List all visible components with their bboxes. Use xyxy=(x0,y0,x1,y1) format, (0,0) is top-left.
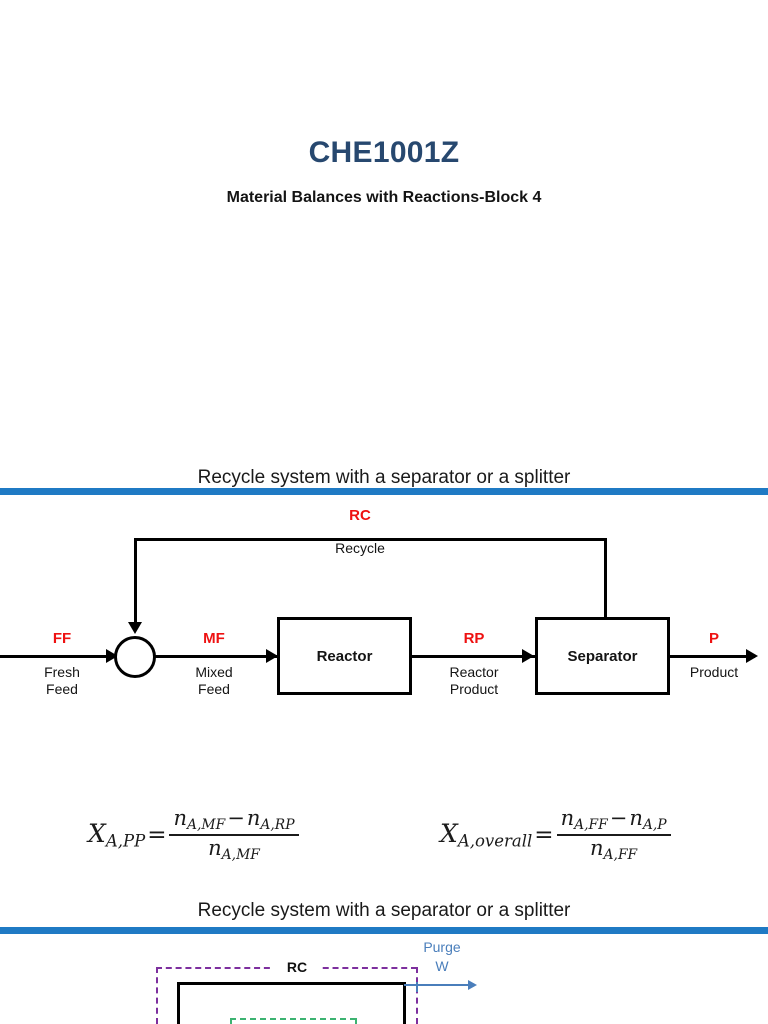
stream-label-recycle: Recycle xyxy=(335,540,385,556)
stream-label-product: Product xyxy=(689,664,739,680)
section-two-divider xyxy=(0,927,768,934)
equation-single-pass-denominator: nA,MF xyxy=(208,835,260,863)
stream-label-reactor-product: Reactor Product xyxy=(434,664,514,697)
recycle-boundary-right xyxy=(416,967,418,1024)
reactor-product-line xyxy=(412,655,535,658)
splitter-loop-left xyxy=(177,982,180,1024)
unit-separator: Separator xyxy=(535,617,670,695)
stream-label-fresh-feed-line1: Fresh xyxy=(44,664,80,680)
fresh-feed-line xyxy=(0,655,118,658)
purge-label-line1: Purge xyxy=(423,939,461,955)
purge-riser xyxy=(416,982,418,992)
product-arrow-head xyxy=(746,649,758,663)
mixer-junction xyxy=(114,636,156,678)
recycle-top-line xyxy=(134,538,607,541)
equation-overall-conversion: XA,overall = nA,FF−nA,P nA,FF xyxy=(440,806,671,864)
equation-overall-lhs: XA,overall xyxy=(440,818,533,851)
page-subtitle: Material Balances with Reactions-Block 4 xyxy=(226,189,542,206)
section-one-divider xyxy=(0,488,768,495)
equation-single-pass-bar xyxy=(169,833,299,836)
unit-separator-label: Separator xyxy=(567,647,638,665)
equation-single-pass-equals: = xyxy=(147,821,167,848)
equation-single-pass-lhs: XA,PP xyxy=(88,818,146,851)
equation-overall-numerator: nA,FF−nA,P xyxy=(560,806,667,833)
equation-overall-denominator: nA,FF xyxy=(590,835,638,863)
mixed-feed-line xyxy=(154,655,279,658)
recycle-downcomer-line xyxy=(134,538,137,624)
stream-label-fresh-feed-line2: Feed xyxy=(46,680,78,697)
purge-label-line2: W xyxy=(435,957,449,974)
splitter-loop-right xyxy=(403,982,406,1024)
stream-code-mf: MF xyxy=(203,630,225,647)
stream-label-fresh-feed: Fresh Feed xyxy=(22,664,102,697)
stream-label-mixed-feed-line2: Feed xyxy=(198,680,230,697)
equation-overall-bar xyxy=(556,833,671,836)
inner-boundary-left xyxy=(230,1018,232,1024)
stream-code-rc: RC xyxy=(349,507,371,524)
inner-boundary-right xyxy=(355,1018,357,1024)
product-line xyxy=(670,655,755,658)
page-title: CHE1001Z xyxy=(308,136,460,169)
equation-single-pass-fraction: nA,MF−nA,RP nA,MF xyxy=(169,806,299,864)
recycle-boundary-left xyxy=(156,967,158,1024)
section-one-heading: Recycle system with a separator or a spl… xyxy=(197,467,571,488)
purge-line xyxy=(404,984,471,986)
equation-overall-equals: = xyxy=(534,821,554,848)
stream-code-rc-purge: RC xyxy=(272,959,322,975)
unit-reactor: Reactor xyxy=(277,617,412,695)
equation-single-pass-conversion: XA,PP = nA,MF−nA,RP nA,MF xyxy=(88,806,299,864)
stream-label-mixed-feed-line1: Mixed xyxy=(195,664,233,680)
stream-code-p: P xyxy=(708,630,719,647)
recycle-riser-line xyxy=(604,538,607,619)
stream-label-reactor-product-line1: Reactor xyxy=(449,664,499,680)
unit-reactor-label: Reactor xyxy=(316,647,373,665)
stream-label-mixed-feed: Mixed Feed xyxy=(174,664,254,697)
mixed-feed-arrow-head xyxy=(266,649,278,663)
reactor-product-arrow-head xyxy=(522,649,534,663)
section-two-heading: Recycle system with a separator or a spl… xyxy=(197,900,571,921)
stream-label-reactor-product-line2: Product xyxy=(449,680,499,697)
stream-code-rp: RP xyxy=(463,630,485,647)
splitter-loop-top xyxy=(177,982,406,985)
equation-single-pass-numerator: nA,MF−nA,RP xyxy=(173,806,295,833)
purge-label: Purge W xyxy=(405,938,479,976)
purge-arrow-head xyxy=(468,980,477,990)
stream-code-ff: FF xyxy=(52,630,72,647)
equation-overall-fraction: nA,FF−nA,P nA,FF xyxy=(556,806,671,864)
inner-boundary-top xyxy=(230,1018,356,1020)
recycle-arrow-head xyxy=(128,622,142,634)
